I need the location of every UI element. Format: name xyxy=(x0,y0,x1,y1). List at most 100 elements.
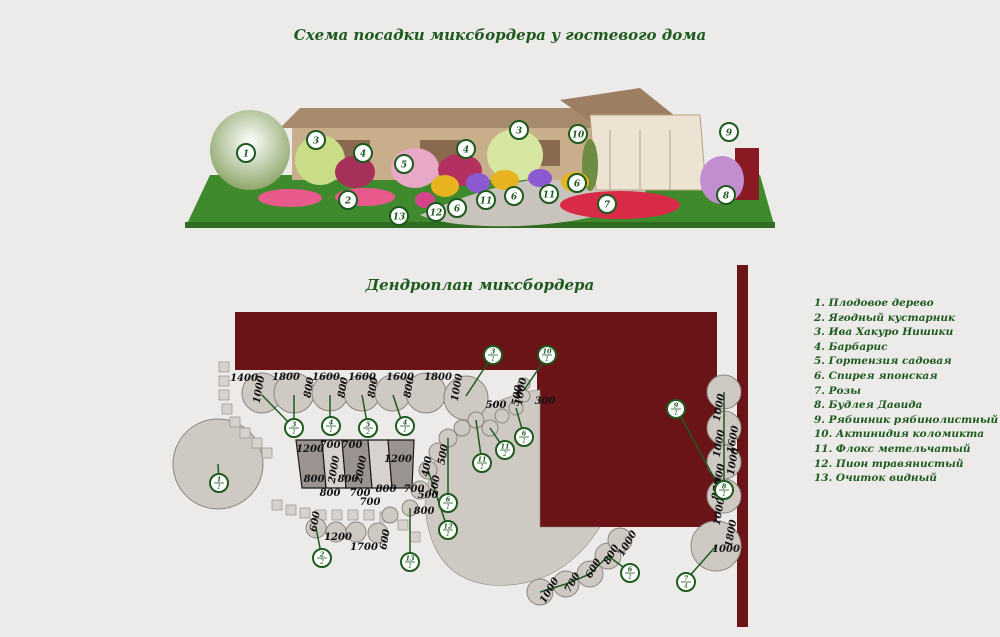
legend-item: 12. Пион травянистый xyxy=(814,457,964,470)
dimension-label: 1700 xyxy=(350,542,378,553)
plan-marker-number: 9 xyxy=(674,402,679,410)
barberry-shrub xyxy=(335,156,375,188)
plan-marker-11: 112 xyxy=(495,440,515,460)
pavilion-footprint xyxy=(537,370,717,527)
dimension-label: 1600 xyxy=(312,372,340,383)
dimension-label: 700 xyxy=(360,497,381,508)
legend-item: 3. Ива Хакуро Нишики xyxy=(814,326,954,339)
marker-number: 11 xyxy=(543,191,556,201)
plan-marker-number: 6 xyxy=(522,430,527,438)
plan-marker-quantity: 1 xyxy=(628,574,632,581)
marker-12: 12 xyxy=(426,202,446,222)
plan-marker-number: 3 xyxy=(292,421,297,429)
marker-number: 6 xyxy=(511,193,518,203)
dimension-label: 1000 xyxy=(726,447,742,476)
dimension-label: 1200 xyxy=(296,444,324,455)
plan-marker-number: 1 xyxy=(217,476,222,484)
legend-item: 5. Гортензия садовая xyxy=(814,355,952,368)
dimension-label: 800 xyxy=(376,484,397,495)
flower-beds xyxy=(295,439,415,489)
plan-marker-3: 31 xyxy=(483,345,503,365)
marker-number: 13 xyxy=(393,213,406,223)
dendroplan xyxy=(172,265,748,627)
plan-marker-quantity: 1 xyxy=(491,356,495,363)
plan-marker-5: 52 xyxy=(358,418,378,438)
plan-marker-10: 101 xyxy=(537,345,557,365)
marker-2: 2 xyxy=(338,190,358,210)
plan-marker-6: 61 xyxy=(620,563,640,583)
plan-marker-4: 41 xyxy=(321,416,341,436)
dimension-label: 600 xyxy=(378,528,392,551)
fence-line xyxy=(737,265,748,627)
legend-item: 11. Флокс метельчатый xyxy=(814,442,971,455)
dimension-label: 1800 xyxy=(724,519,740,548)
plan-marker-quantity: 1 xyxy=(408,563,412,570)
plan-marker-12: 121 xyxy=(438,520,458,540)
perspective-view xyxy=(185,88,775,228)
dimension-label: 800 xyxy=(336,376,350,399)
dimension-label: 1000 xyxy=(712,393,728,422)
dimension-label: 700 xyxy=(320,440,341,451)
dimension-label: 800 xyxy=(366,376,380,399)
dimension-label: 300 xyxy=(535,396,556,407)
marker-number: 2 xyxy=(344,197,351,207)
marker-number: 4 xyxy=(463,146,469,156)
marker-number: 3 xyxy=(516,127,522,137)
dimension-label: 2000 xyxy=(354,455,370,485)
marker-5: 5 xyxy=(394,154,414,174)
dimension-label: 700 xyxy=(350,488,371,499)
marker-number: 9 xyxy=(726,129,733,139)
willow-shrub-2 xyxy=(487,129,543,181)
marker-4: 4 xyxy=(456,139,476,159)
plan-marker-number: 11 xyxy=(500,443,509,451)
plan-marker-number: 11 xyxy=(477,456,486,464)
plan-marker-quantity: 1 xyxy=(329,427,333,434)
plan-marker-quantity: 2 xyxy=(319,559,324,566)
shrub-row xyxy=(241,372,489,421)
dimension-label: 500 xyxy=(436,443,450,466)
plan-marker-quantity: 1 xyxy=(446,504,450,511)
dimension-label: 800 xyxy=(414,506,435,517)
dimension-label: 1000 xyxy=(712,429,728,458)
plan-marker-6: 61 xyxy=(438,493,458,513)
pergola xyxy=(589,114,707,191)
legend-item: 4. Барбарис xyxy=(814,340,888,353)
plan-marker-1: 11 xyxy=(209,473,229,493)
dimension-label: 700 xyxy=(404,484,425,495)
marker-8: 8 xyxy=(716,185,736,205)
plan-marker-quantity: 1 xyxy=(522,438,526,445)
plan-marker-7: 74 xyxy=(676,572,696,592)
marker-1: 1 xyxy=(236,143,256,163)
plan-marker-number: 4 xyxy=(329,419,334,427)
plan-marker-number: 12 xyxy=(443,523,453,531)
marker-number: 11 xyxy=(480,197,493,207)
plan-marker-3: 31 xyxy=(284,418,304,438)
plan-marker-11: 111 xyxy=(472,453,492,473)
marker-6: 6 xyxy=(504,186,524,206)
dimension-label: 800 xyxy=(302,376,316,399)
plan-marker-quantity: 1 xyxy=(480,464,484,471)
marker-number: 4 xyxy=(360,150,366,160)
legend-item: 7. Розы xyxy=(814,384,861,397)
plan-marker-quantity: 1 xyxy=(403,427,407,434)
dimension-label: 800 xyxy=(304,474,325,485)
plan-marker-number: 6 xyxy=(446,496,451,504)
dimension-label: 600 xyxy=(308,510,322,533)
plan-marker-quantity: 2 xyxy=(502,451,507,458)
legend-item: 6. Спирея японская xyxy=(814,369,938,382)
plan-marker-quantity: 2 xyxy=(365,429,370,436)
marker-11: 11 xyxy=(539,184,559,204)
marker-6: 6 xyxy=(567,173,587,193)
marker-number: 10 xyxy=(572,131,585,141)
dimension-label: 2000 xyxy=(327,455,343,485)
plan-marker-number: 6 xyxy=(628,566,633,574)
marker-7: 7 xyxy=(597,194,617,214)
plan-marker-number: 10 xyxy=(542,348,552,356)
dimension-label: 800 xyxy=(338,474,359,485)
marker-number: 5 xyxy=(401,161,407,171)
dimension-label: 500 xyxy=(486,400,507,411)
dimension-label: 500 xyxy=(418,490,439,501)
plan-marker-6: 61 xyxy=(514,427,534,447)
marker-13: 13 xyxy=(389,206,409,226)
